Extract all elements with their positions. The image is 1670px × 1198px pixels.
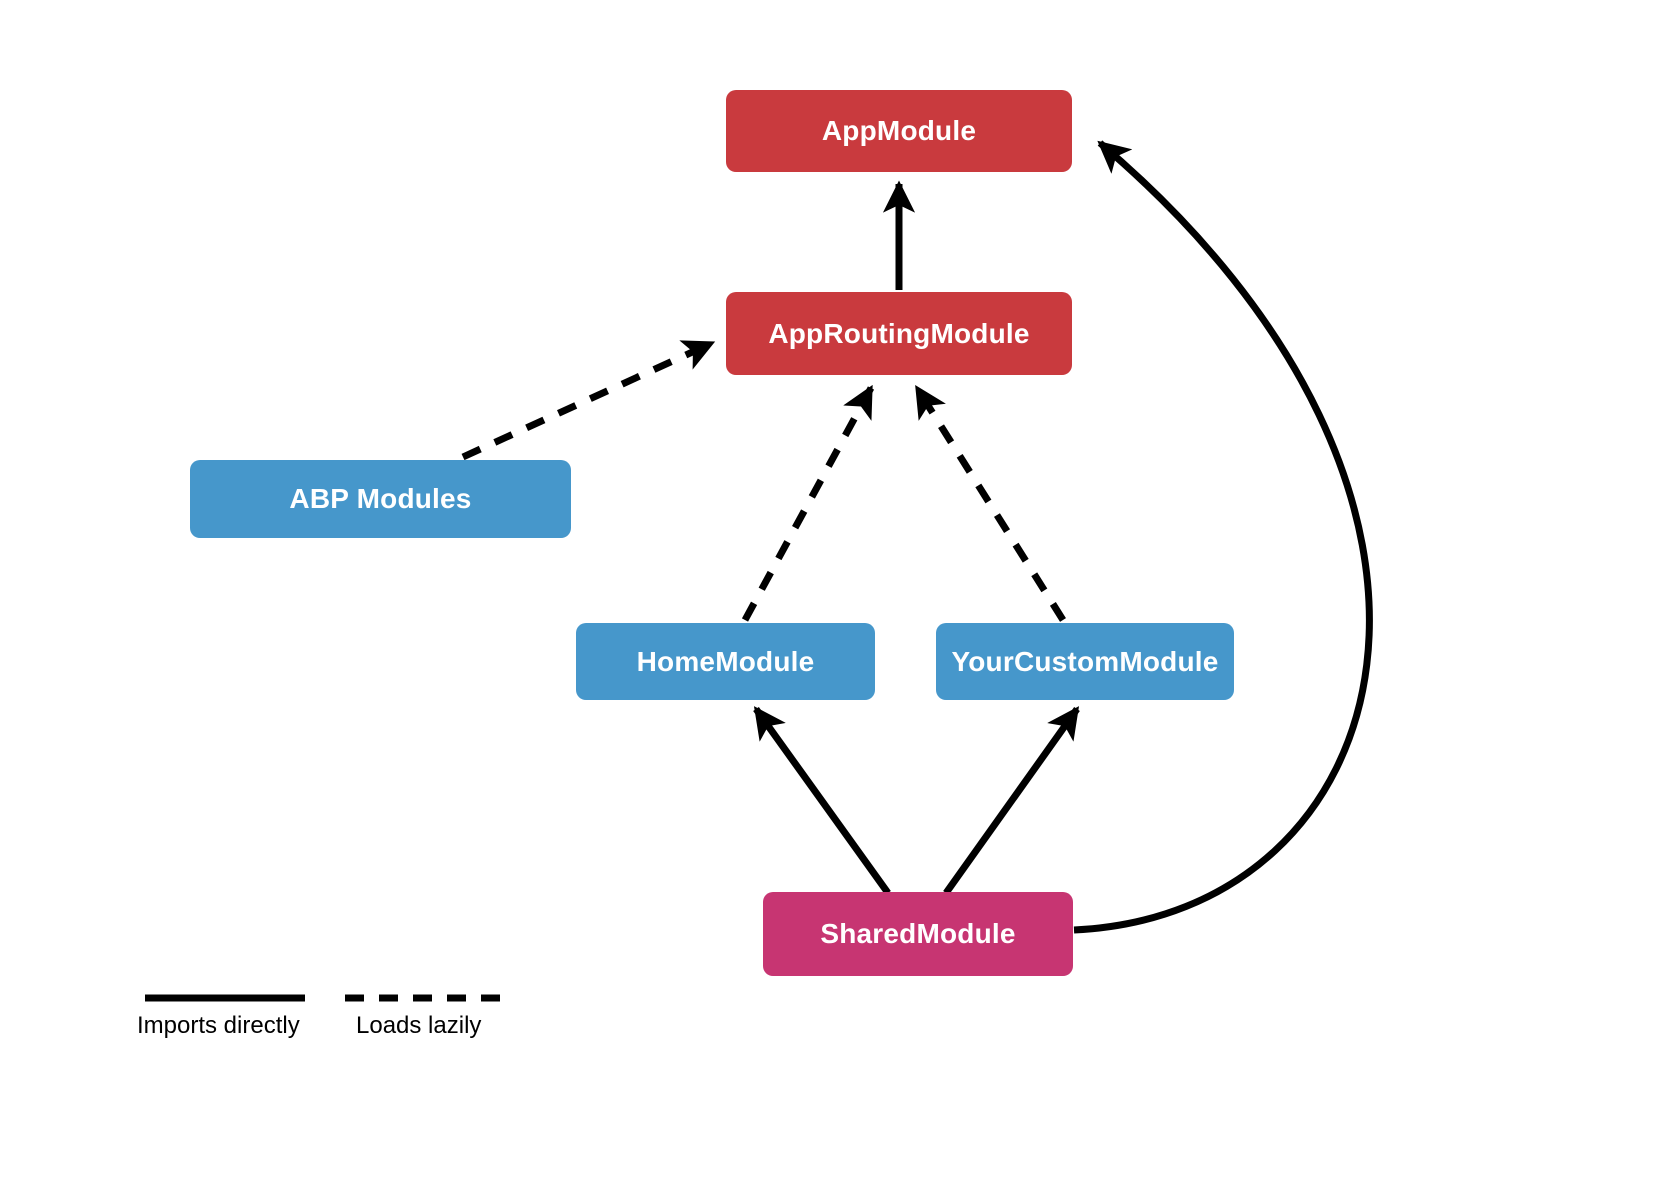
node-shared-module-label: SharedModule: [820, 918, 1016, 949]
legend-dashed-label: Loads lazily: [356, 1012, 482, 1039]
node-your-custom-module-label: YourCustomModule: [951, 645, 1219, 677]
node-app-routing-module: AppRoutingModule: [726, 292, 1072, 375]
node-home-module-label: HomeModule: [636, 645, 815, 677]
node-app-routing-module-label: AppRoutingModule: [768, 317, 1030, 349]
legend-solid-label: Imports directly: [137, 1012, 300, 1039]
node-abp-modules-label: ABP Modules: [289, 483, 472, 514]
node-app-module-label: AppModule: [821, 115, 977, 146]
edge-sharedmodule-to-appmodule-curved: [1073, 140, 1373, 934]
node-app-module: AppModule: [726, 90, 1072, 172]
edge-abpmodules-to-approutingmodule: [461, 339, 716, 461]
node-shared-module: SharedModule: [763, 892, 1073, 976]
edge-yourcustommodule-to-approutingmodule: [914, 385, 1066, 622]
node-home-module: HomeModule: [576, 623, 875, 700]
node-abp-modules: ABP Modules: [190, 460, 571, 538]
edge-homemodule-to-approutingmodule: [741, 384, 875, 622]
node-your-custom-module: YourCustomModule: [936, 623, 1234, 700]
edge-sharedmodule-to-yourcustommodule: [943, 706, 1080, 896]
edge-sharedmodule-to-homemodule: [753, 706, 891, 896]
